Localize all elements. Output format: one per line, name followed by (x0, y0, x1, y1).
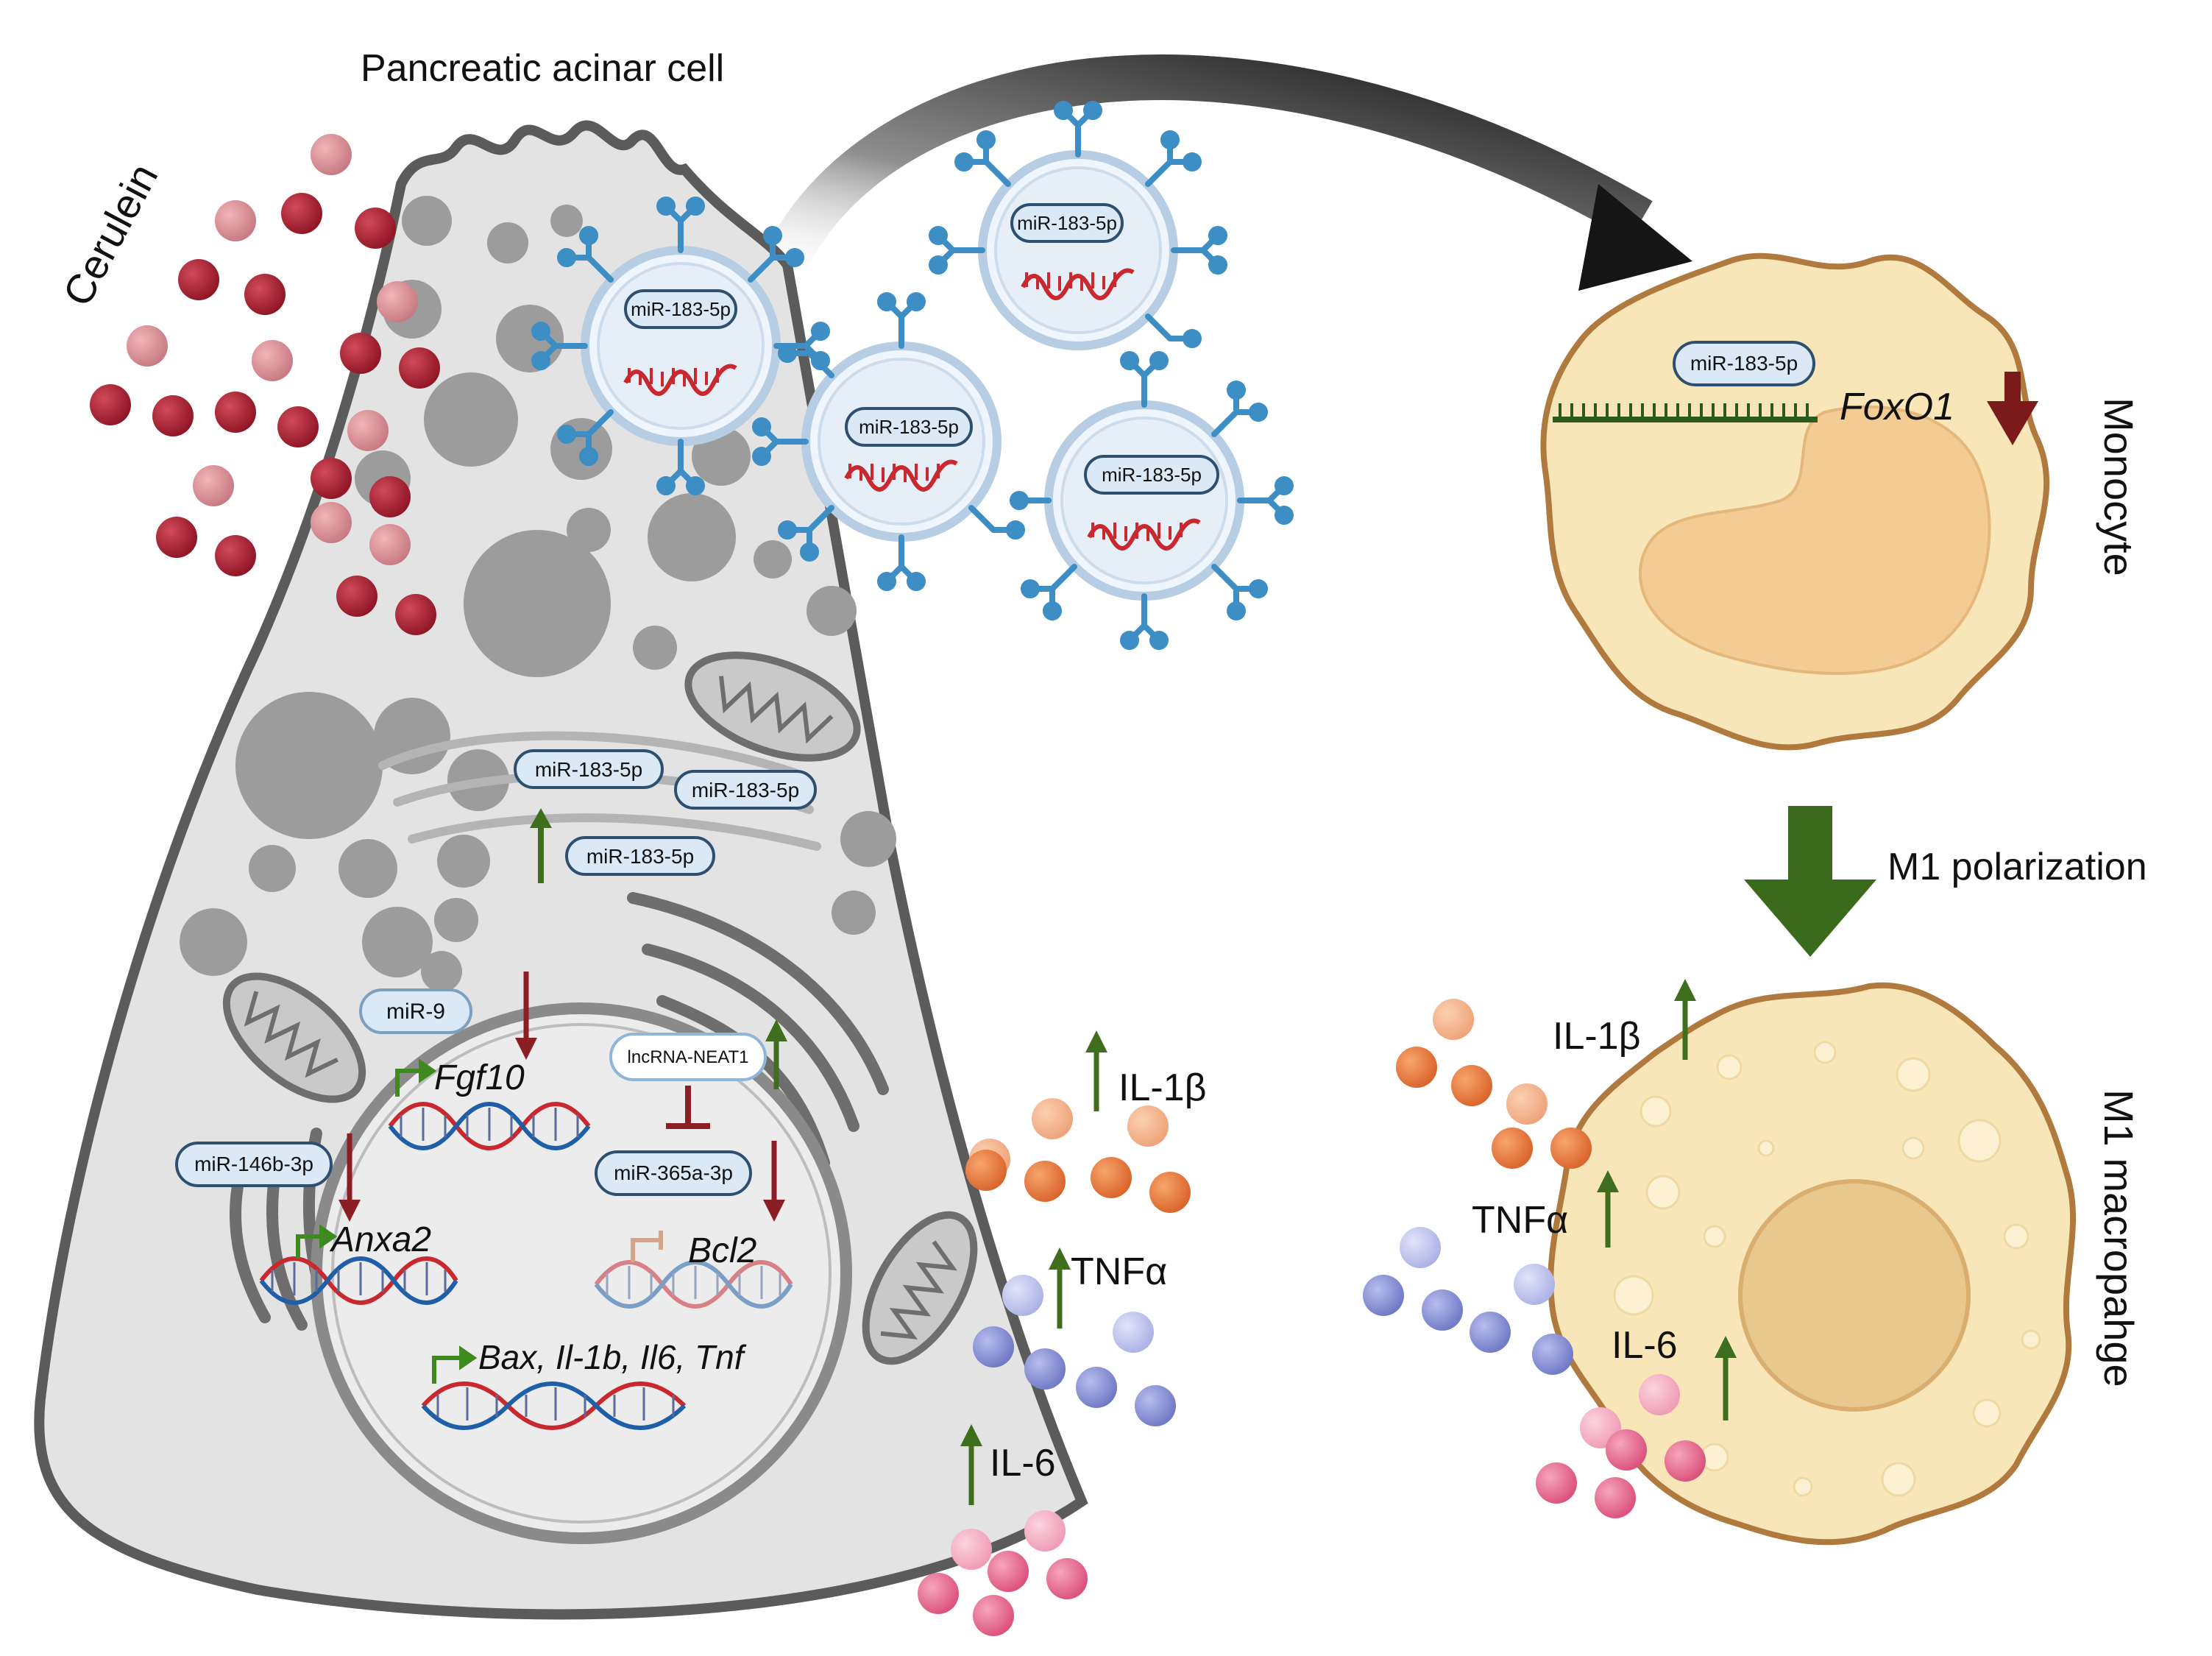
intracellular-mirna-label-3: miR-183-5p (586, 845, 694, 868)
monocyte-cell (1540, 252, 2050, 751)
mrna-ladder (1553, 403, 1818, 422)
cerulein-label: Cerulein (54, 156, 167, 314)
cerulein-particles (90, 134, 440, 635)
exosome-mirna-label-2: miR-183-5p (1017, 212, 1117, 234)
monocyte-label: Monocyte (2096, 397, 2142, 576)
acinar-il1b-particles (965, 1098, 1191, 1213)
exosome-mirna-label-4: miR-183-5p (1102, 464, 1202, 486)
gene-anxa2: Anxa2 (329, 1220, 431, 1259)
monocyte-nucleus (1638, 405, 1991, 675)
acinar-il1b-label: IL-1β (1119, 1066, 1207, 1109)
macrophage-il6-particles (1536, 1374, 1706, 1518)
monocyte-mirna-pill: miR-183-5p (1673, 341, 1815, 386)
m1-polarization-label: M1 polarization (1887, 846, 2147, 888)
promoter-arrow-bcl2 (631, 1231, 663, 1262)
mir365-label: miR-365a-3p (614, 1161, 733, 1184)
mitochondrion-1 (684, 651, 861, 762)
exosome-mirna-pill-4: miR-183-5p (1084, 455, 1219, 495)
m1-polarization-arrow (1744, 806, 1876, 957)
mirna-upregulation-arrow (530, 808, 552, 883)
zymogen-granules (180, 196, 896, 992)
mir9-downregulation-arrow (515, 972, 537, 1060)
dna-anxa2 (259, 1256, 458, 1305)
acinar-il6-label: IL-6 (990, 1442, 1056, 1485)
dna-inflammatory-genes (421, 1381, 687, 1430)
lncrna-upregulation-arrow (765, 1019, 787, 1089)
macrophage-tnfa-up-arrow (1597, 1170, 1619, 1248)
acinar-il1b-up-arrow (1085, 1030, 1107, 1111)
acinar-tnfa-label: TNFα (1071, 1250, 1167, 1293)
macrophage-tnfa-label: TNFα (1472, 1199, 1568, 1242)
lncrna-neat1-pill: lncRNA-NEAT1 (609, 1033, 767, 1081)
exosome-mirna-pill-1: miR-183-5p (624, 289, 737, 329)
macrophage-nucleus (1738, 1179, 1971, 1412)
dna-fgf10 (388, 1102, 591, 1150)
mir365-downregulation-arrow (763, 1141, 785, 1222)
acinar-il6-particles (918, 1510, 1088, 1636)
gene-fgf10: Fgf10 (434, 1058, 525, 1097)
acinar-il6-up-arrow (960, 1424, 982, 1505)
promoter-arrow-fgf10 (395, 1058, 437, 1097)
mir9-pill: miR-9 (359, 988, 472, 1034)
mitochondrion-2 (222, 972, 366, 1103)
acinar-tnfa-particles (973, 1275, 1176, 1426)
intracellular-mirna-pill-3: miR-183-5p (565, 836, 715, 876)
mir9-label: miR-9 (386, 999, 445, 1024)
intracellular-mirna-pill-2: miR-183-5p (674, 770, 817, 810)
macrophage-il6-up-arrow (1715, 1336, 1737, 1420)
exosome-mirna-pill-3: miR-183-5p (845, 407, 973, 447)
mitochondrion-3 (862, 1211, 978, 1365)
monocyte-mirna-label: miR-183-5p (1690, 352, 1798, 375)
promoter-arrow-inflammatory (432, 1345, 478, 1384)
macrophage-tnfa-particles (1363, 1227, 1573, 1375)
mir365-pill: miR-365a-3p (595, 1150, 752, 1196)
exosome-mirna-pill-2: miR-183-5p (1010, 203, 1124, 243)
lncrna-inhibition-bar (666, 1086, 710, 1129)
macrophage-il6-label: IL-6 (1612, 1324, 1678, 1367)
macrophage-cell (1548, 982, 2077, 1546)
intracellular-mirna-label-2: miR-183-5p (692, 779, 799, 802)
dna-bcl2 (594, 1260, 793, 1309)
acinar-tnfa-up-arrow (1049, 1248, 1071, 1328)
secretion-arrow (759, 54, 1692, 291)
macrophage-il1b-particles (1396, 999, 1592, 1169)
lncrna-neat1-label: lncRNA-NEAT1 (628, 1047, 749, 1067)
promoter-arrow-anxa2 (296, 1224, 338, 1259)
foxo1-downregulation-arrow (1987, 372, 2038, 445)
macrophage-label: M1 macropahge (2096, 1089, 2142, 1387)
mir146-label: miR-146b-3p (194, 1153, 313, 1175)
exosome-mirna-label-3: miR-183-5p (859, 416, 959, 438)
intracellular-mirna-label-1: miR-183-5p (535, 758, 642, 781)
mir146-pill: miR-146b-3p (175, 1142, 333, 1187)
foxo1-label: FoxO1 (1840, 386, 1954, 428)
gene-bcl2: Bcl2 (688, 1231, 756, 1270)
exosome-2 (978, 150, 1178, 350)
macrophage-vesicles (1613, 1041, 2041, 1497)
acinar-cell-title: Pancreatic acinar cell (361, 47, 724, 90)
macrophage-il1b-up-arrow (1674, 979, 1696, 1060)
exosome-1 (581, 246, 781, 446)
exosome-4 (1044, 400, 1244, 601)
macrophage-il1b-label: IL-1β (1553, 1015, 1641, 1058)
mir146-downregulation-arrow (338, 1133, 361, 1222)
intracellular-mirna-pill-1: miR-183-5p (514, 749, 664, 789)
gene-inflammatory-list: Bax, Il-1b, Il6, Tnf (478, 1338, 747, 1376)
exosome-receptors (531, 101, 1294, 650)
exosome-mirna-label-1: miR-183-5p (631, 298, 731, 320)
